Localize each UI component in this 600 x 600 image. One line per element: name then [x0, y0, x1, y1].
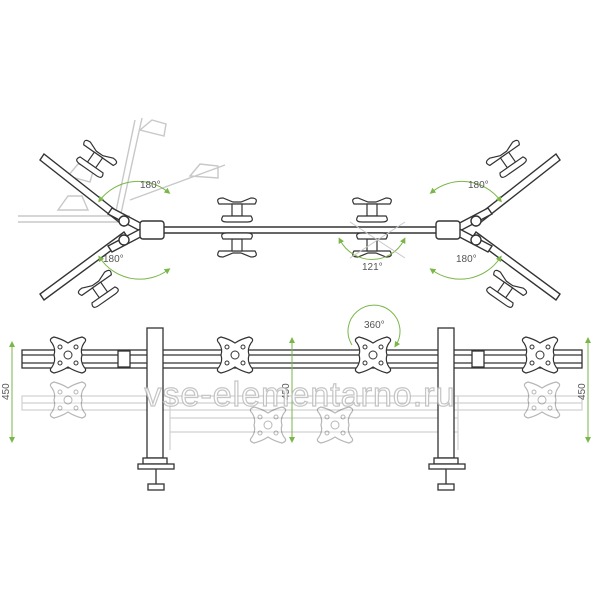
height-label-center: 450 — [281, 383, 292, 400]
height-label-right: 450 — [577, 383, 588, 400]
vesa-plate-3 — [354, 336, 392, 374]
left-post — [137, 327, 175, 491]
rotation-label: 360° — [364, 320, 385, 331]
center-left-monitor-head-lower — [217, 232, 257, 258]
vesa-plate-4 — [521, 336, 559, 374]
front-view: 360° 450 450 450 — [1, 304, 591, 491]
main-bar-top — [150, 226, 450, 234]
rotation-arc — [347, 304, 401, 348]
height-dimension-left: 450 — [1, 341, 15, 443]
height-label-left: 450 — [1, 383, 12, 400]
watermark-text: vse-elementarno.ru — [145, 376, 456, 414]
main-bar-front — [21, 349, 583, 369]
angle-label-right-upper: 180° — [468, 180, 489, 191]
left-upper-monitor-head — [71, 138, 119, 182]
center-right-monitor-head — [352, 197, 392, 223]
ghost-lower-bar — [21, 395, 583, 450]
angle-label-left-upper: 180° — [140, 180, 161, 191]
angle-label-left-lower: 180° — [103, 254, 124, 265]
top-view: 180° 180° 121° 180° 180° — [18, 117, 561, 312]
vesa-plate-1 — [49, 336, 87, 374]
right-upper-monitor-head — [484, 138, 532, 182]
height-dimension-right: 450 — [577, 337, 591, 443]
angle-label-right-lower: 180° — [456, 254, 477, 265]
angle-label-center: 121° — [362, 262, 383, 273]
right-lower-monitor-head — [481, 268, 529, 312]
right-post — [428, 327, 466, 491]
left-arms — [39, 152, 165, 301]
right-arms — [435, 152, 561, 301]
center-left-monitor-head — [217, 197, 257, 223]
angle-arcs — [98, 180, 502, 280]
left-lower-monitor-head — [76, 268, 124, 312]
vesa-plate-2 — [216, 336, 254, 374]
height-dimension-center: 450 — [281, 337, 295, 443]
ghost-arm-left — [18, 117, 226, 223]
